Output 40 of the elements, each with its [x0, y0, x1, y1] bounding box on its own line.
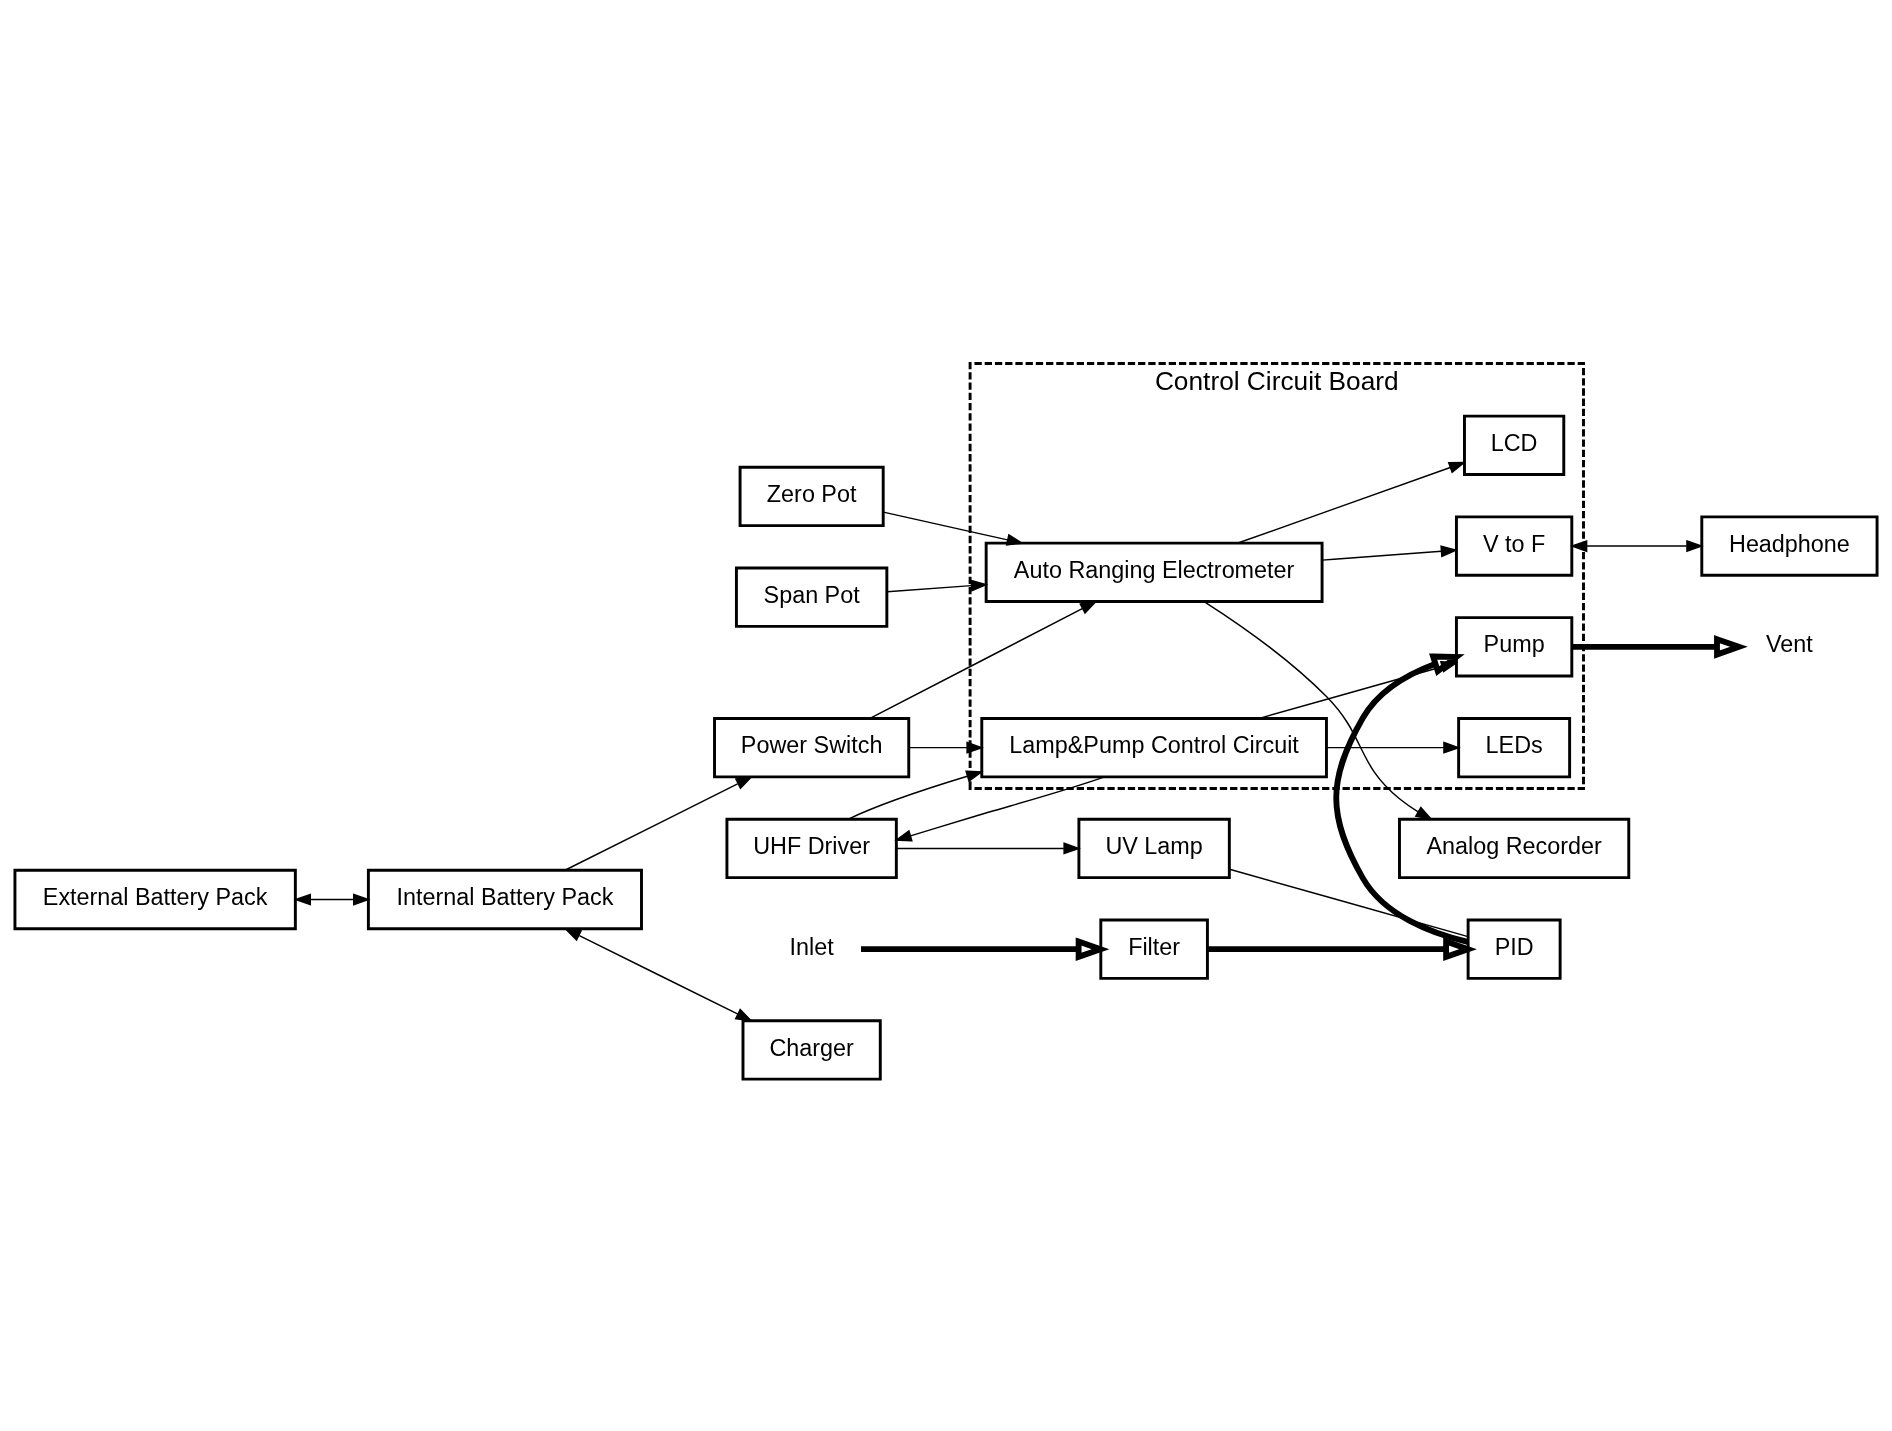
connector — [1228, 868, 1469, 938]
node-box: LCD — [1463, 414, 1566, 476]
arrow — [564, 776, 754, 871]
arrow — [847, 770, 984, 820]
node-box: Filter — [1099, 918, 1209, 980]
node-box: Headphone — [1700, 515, 1879, 577]
node-box: UHF Driver — [725, 817, 898, 880]
node-text: Vent — [1766, 631, 1813, 658]
arrow — [869, 600, 1098, 719]
node-text: Inlet — [789, 933, 834, 960]
arrow — [1333, 653, 1469, 945]
arrow — [563, 927, 753, 1022]
node-box: Lamp&Pump Control Circuit — [980, 716, 1328, 779]
node-box: External Battery Pack — [13, 868, 297, 931]
arrow — [886, 579, 989, 593]
arrow — [1569, 539, 1704, 553]
arrow — [895, 842, 1081, 855]
arrow — [293, 893, 371, 906]
node-box: LEDs — [1457, 716, 1572, 779]
node-box: Zero Pot — [738, 465, 885, 528]
arrow — [1237, 461, 1467, 544]
node-box: Charger — [741, 1019, 882, 1081]
arrow — [1326, 741, 1461, 754]
node-box: V to F — [1455, 515, 1574, 577]
node-box: Pump — [1455, 616, 1574, 678]
arrow — [894, 776, 1106, 842]
node-box: UV Lamp — [1077, 817, 1231, 880]
arrow — [882, 511, 1025, 546]
node-box: Power Switch — [713, 716, 911, 779]
node-box: Auto Ranging Electrometer — [984, 541, 1324, 604]
arrow — [1572, 635, 1748, 659]
node-box: PID — [1466, 918, 1562, 980]
arrow — [861, 937, 1110, 961]
node-box: Analog Recorder — [1398, 817, 1631, 880]
node-box: Span Pot — [734, 566, 889, 628]
arrow — [1207, 937, 1477, 961]
arrow — [1321, 545, 1459, 561]
arrow — [908, 741, 984, 754]
arrow — [1203, 601, 1433, 821]
node-box: Internal Battery Pack — [366, 868, 643, 931]
